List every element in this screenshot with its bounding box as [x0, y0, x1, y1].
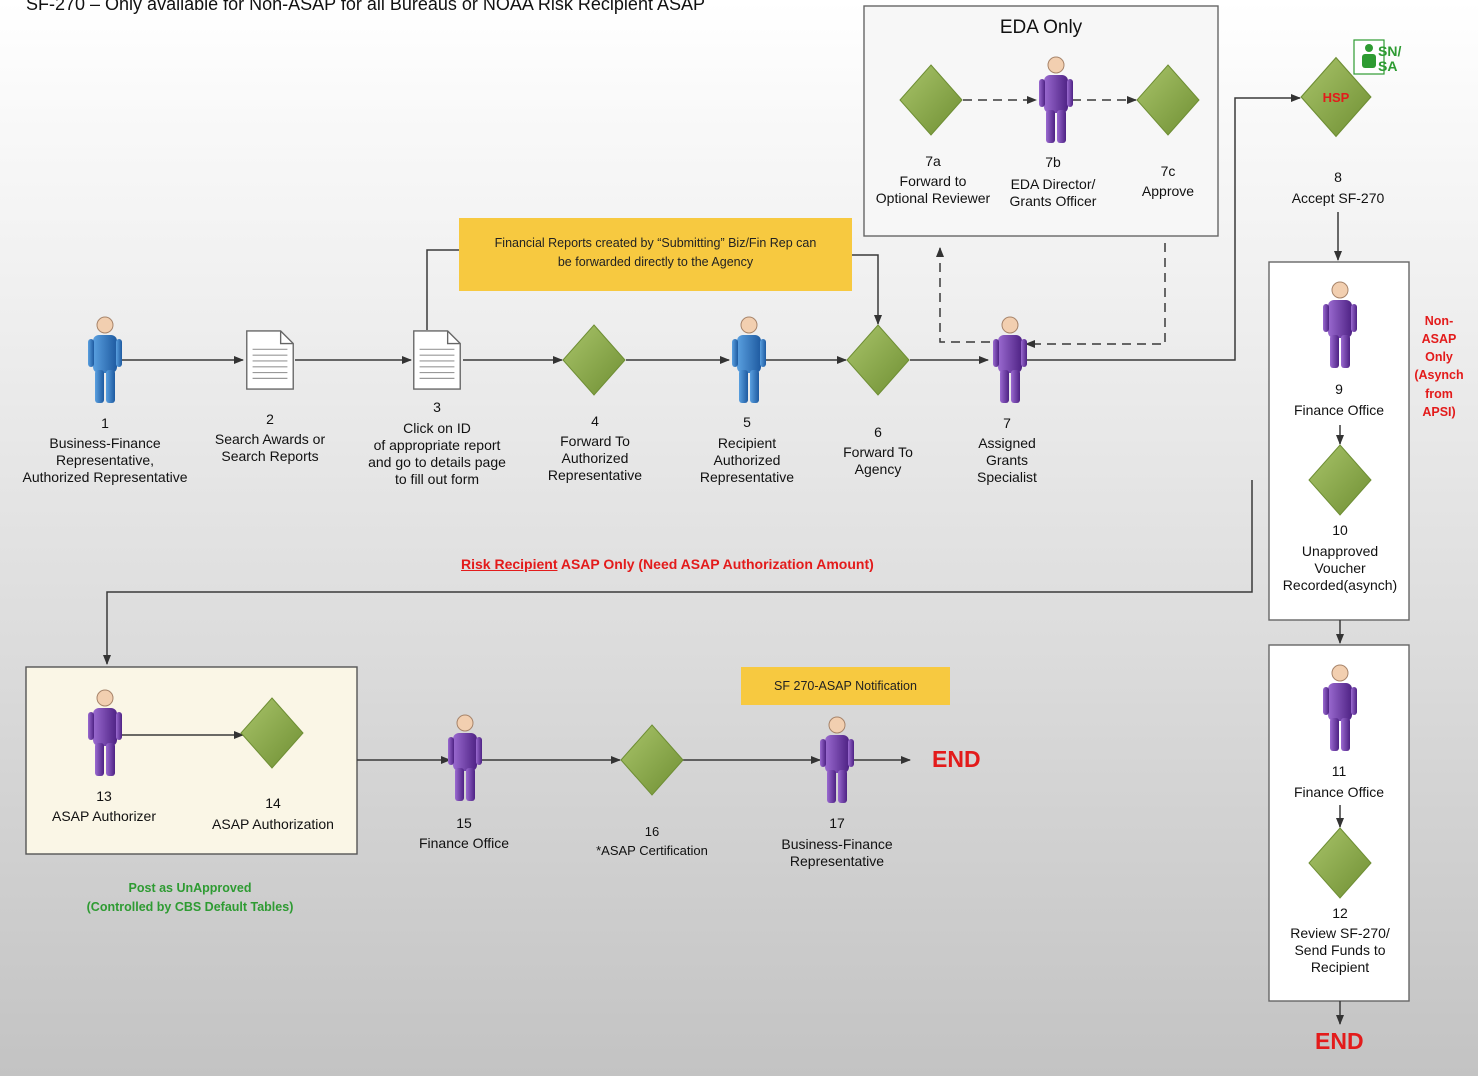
- risk-recipient-link[interactable]: Risk Recipient: [461, 556, 558, 572]
- person-icon-step-17: [819, 716, 855, 804]
- step-2-label: Search Awards or Search Reports: [214, 431, 326, 465]
- decision-diamond-step-6: [846, 324, 910, 396]
- snsa-label: SN/ SA: [1378, 43, 1402, 75]
- risk-recipient-text: ASAP Only (Need ASAP Authorization Amoun…: [557, 556, 874, 572]
- document-icon-step-3: [413, 330, 461, 390]
- step-7c-number: 7c: [1160, 163, 1176, 179]
- step-13-number: 13: [96, 788, 112, 804]
- end-label-bottom: END: [932, 746, 981, 772]
- step-15-label: Finance Office: [418, 835, 509, 851]
- step-14-label: ASAP Authorization: [212, 816, 334, 832]
- dashed-arrow-7-7a: [936, 247, 990, 343]
- step-8-label: Accept SF-270: [1291, 190, 1385, 206]
- step-7b-number: 7b: [1045, 154, 1061, 170]
- person-icon-step-1: [87, 316, 123, 404]
- step-7a-number: 7a: [925, 153, 941, 169]
- step-12-number: 12: [1332, 905, 1348, 921]
- asap-notification-note: SF 270-ASAP Notification: [741, 667, 950, 705]
- step-6-label: Forward To Agency: [843, 444, 913, 478]
- snsa-person-icon: [1353, 39, 1385, 75]
- arrow-risk-recipient-to-13: [103, 480, 1253, 665]
- step-1-label: Business-Finance Representative, Authori…: [22, 435, 188, 486]
- step-5-number: 5: [743, 414, 751, 430]
- asap-authorization-box: [25, 666, 358, 855]
- decision-diamond-step-4: [562, 324, 626, 396]
- step-5-label: Recipient Authorized Representative: [699, 435, 795, 486]
- step-7-label: Assigned Grants Specialist: [977, 435, 1037, 486]
- step-13-label: ASAP Authorizer: [51, 808, 157, 824]
- step-10-number: 10: [1332, 522, 1348, 538]
- step-17-number: 17: [829, 815, 845, 831]
- step-11-label: Finance Office: [1293, 784, 1384, 800]
- decision-diamond-step-16: [620, 724, 684, 796]
- step-16-label: *ASAP Certification: [596, 843, 708, 858]
- step-4-number: 4: [591, 413, 599, 429]
- person-icon-step-5: [731, 316, 767, 404]
- step-12-label: Review SF-270/ Send Funds to Recipient: [1290, 925, 1390, 976]
- step-8-number: 8: [1334, 169, 1342, 185]
- eda-only-title: EDA Only: [999, 17, 1083, 38]
- step-14-number: 14: [265, 795, 281, 811]
- step-4-label: Forward To Authorized Representative: [547, 433, 643, 484]
- risk-recipient-caption: Risk Recipient ASAP Only (Need ASAP Auth…: [461, 556, 874, 572]
- step-6-number: 6: [874, 424, 882, 440]
- bypass-line-left: [426, 249, 460, 330]
- end-label-right: END: [1315, 1028, 1364, 1054]
- page-title: SF-270 – Only available for Non-ASAP for…: [26, 0, 705, 14]
- step-11-number: 11: [1331, 763, 1347, 779]
- post-as-unapproved-label: Post as UnApproved (Controlled by CBS De…: [86, 881, 294, 914]
- bypass-arrow-right: [852, 254, 882, 325]
- step-7c-label: Approve: [1141, 183, 1195, 199]
- step-10-label: Unapproved Voucher Recorded(asynch): [1282, 543, 1398, 594]
- document-icon-step-2: [246, 330, 294, 390]
- arrow-7-8: [1022, 94, 1301, 361]
- step-17-label: Business-Finance Representative: [781, 836, 893, 870]
- step-9-label: Finance Office: [1293, 402, 1384, 418]
- step-15-number: 15: [456, 815, 472, 831]
- step-9-number: 9: [1335, 381, 1343, 397]
- step-3-number: 3: [433, 399, 441, 415]
- step-7a-label: Forward to Optional Reviewer: [875, 173, 991, 207]
- step-3-label: Click on ID of appropriate report and go…: [368, 420, 506, 488]
- financial-reports-note: Financial Reports created by “Submitting…: [459, 218, 852, 291]
- step-7b-label: EDA Director/ Grants Officer: [1009, 176, 1097, 210]
- step-1-number: 1: [101, 415, 109, 431]
- step-7-number: 7: [1003, 415, 1011, 431]
- non-asap-only-label: Non- ASAP Only (Asynch from APSI): [1414, 314, 1464, 419]
- hsp-label: HSP: [1322, 90, 1350, 105]
- step-2-number: 2: [266, 411, 274, 427]
- person-icon-step-15: [447, 714, 483, 802]
- step-16-number: 16: [644, 824, 660, 839]
- dashed-arrow-7c-7: [1025, 243, 1166, 348]
- person-icon-step-7: [992, 316, 1028, 404]
